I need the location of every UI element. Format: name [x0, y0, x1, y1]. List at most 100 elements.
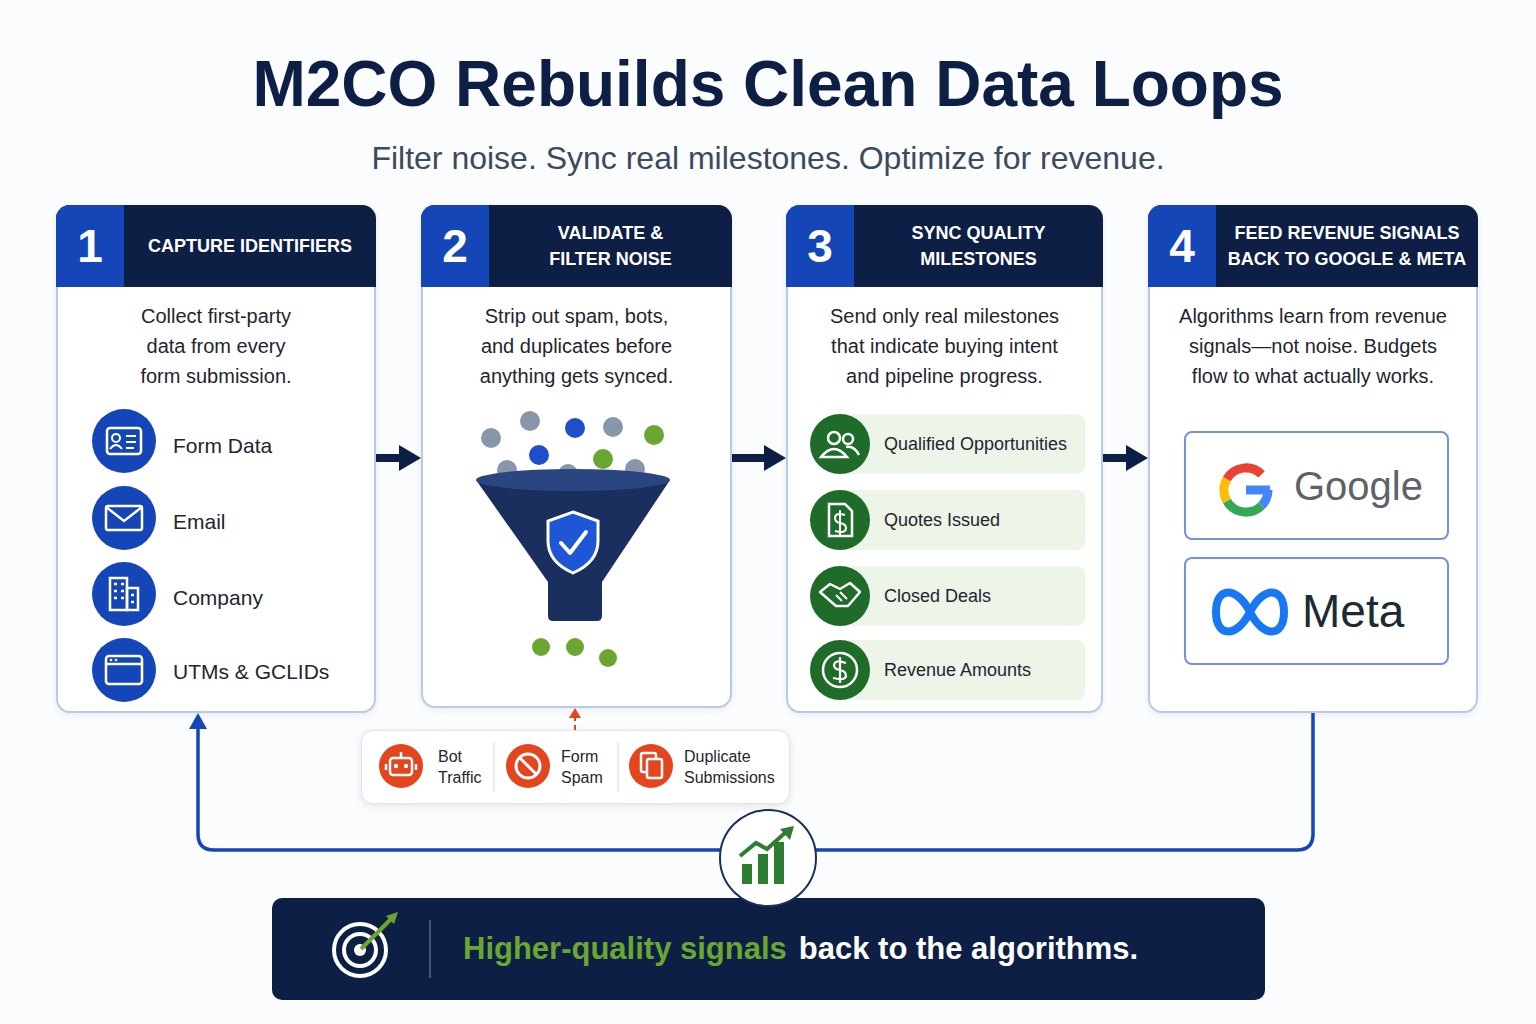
milestone-text: Revenue Amounts	[884, 659, 1031, 681]
bot-icon	[379, 744, 423, 788]
funnel-illustration-part	[593, 449, 613, 469]
step-card: 2 VALIDATE & FILTER NOISE Strip out spam, …	[421, 205, 732, 708]
connector-line	[198, 713, 1313, 850]
step-heading: VALIDATE & FILTER NOISE	[528, 220, 693, 272]
connector	[569, 708, 581, 730]
revenue-icon-part	[810, 640, 870, 700]
target-icon-part	[354, 944, 366, 956]
header-slot: CAPTURE IDENTIFIERS	[124, 205, 376, 287]
arrow-head	[1126, 445, 1148, 471]
step-description: Algorithms learn from revenue signals—no…	[1173, 301, 1453, 391]
form-data-icon-part	[110, 445, 122, 449]
email-icon-part	[106, 507, 142, 521]
funnel-illustration	[476, 411, 670, 667]
step-heading: SYNC QUALITY MILESTONES	[894, 220, 1064, 272]
email-icon-part	[92, 486, 156, 550]
form-data-icon	[92, 409, 156, 473]
funnel-illustration-part	[476, 469, 670, 491]
email-icon	[92, 486, 156, 550]
milestone-text: Qualified Opportunities	[884, 433, 1067, 455]
connector-line	[376, 454, 400, 462]
bot-icon-part	[390, 758, 412, 775]
step-number: 3	[786, 205, 854, 287]
noise-divider	[494, 742, 618, 792]
bot-icon-part	[394, 764, 398, 768]
duplicate-icon-part	[641, 753, 656, 772]
platform-name: Meta	[1302, 586, 1404, 637]
identifier-label: Company	[173, 585, 363, 611]
utm-icon	[92, 638, 156, 702]
target-icon-part	[334, 924, 386, 976]
opportunity-icon-part	[810, 414, 870, 474]
duplicate-icon-part	[629, 744, 673, 788]
utm-icon-part	[110, 659, 113, 662]
connector-line	[732, 454, 765, 462]
platform-name: Google	[1294, 464, 1423, 508]
company-icon	[92, 562, 156, 626]
funnel-illustration-part	[603, 417, 623, 437]
band-text: back to the algorithms.	[799, 929, 1138, 969]
form-data-icon-part	[107, 428, 141, 454]
milestone-box: Qualified Opportunities	[838, 414, 1085, 474]
revenue-icon-part	[823, 653, 857, 687]
utm-icon-part	[106, 656, 142, 684]
milestone-box: Closed Deals	[838, 566, 1085, 626]
highlight-text: Higher-quality signals	[463, 929, 787, 969]
ban-icon-part	[520, 758, 536, 774]
noise-type: Form Spam	[561, 731, 609, 803]
connector	[1103, 445, 1148, 471]
quote-icon	[810, 490, 870, 550]
connector	[189, 713, 1313, 850]
form-data-icon-part	[92, 409, 156, 473]
bot-icon-part	[379, 744, 423, 788]
platform-box: Google	[1184, 431, 1449, 540]
funnel-illustration-part	[532, 638, 550, 656]
noise-box: Bot TrafficForm SpamDuplicate Submission…	[361, 730, 790, 804]
step-card: 1CAPTURE IDENTIFIERSCollect first-party …	[56, 205, 376, 713]
funnel-illustration-part	[476, 480, 670, 621]
identifier-label: Form Data	[173, 433, 363, 459]
arrow-head	[189, 713, 207, 729]
arrow-head	[569, 708, 581, 718]
funnel-illustration-part	[561, 532, 586, 553]
ban-icon	[506, 744, 550, 788]
funnel-illustration-part	[481, 428, 501, 448]
handshake-icon	[810, 566, 870, 626]
growth-badge	[720, 810, 816, 906]
connector-line	[574, 717, 576, 730]
quote-icon-part	[829, 504, 852, 536]
step-number: 2	[421, 205, 489, 287]
meta-logo-part	[1216, 593, 1284, 632]
duplicate-icon	[629, 744, 673, 788]
target-icon	[334, 912, 430, 978]
funnel-illustration-part	[497, 460, 517, 480]
identifier-label: UTMs & GCLIDs	[173, 659, 363, 685]
step-description: Send only real milestones that indicate …	[820, 301, 1070, 391]
summary-band: Higher-quality signals back to the algori…	[272, 898, 1265, 1000]
growth-badge-part	[740, 832, 786, 856]
connector	[376, 445, 421, 471]
utm-icon-part	[92, 638, 156, 702]
form-data-icon-part	[112, 434, 120, 442]
funnel-illustration-part	[599, 649, 617, 667]
header-slot: SYNC QUALITY MILESTONES	[854, 205, 1103, 287]
google-logo-part	[1227, 468, 1262, 479]
google-logo-part	[1262, 490, 1268, 506]
opportunity-icon-part	[846, 447, 859, 455]
target-icon-part	[361, 918, 392, 949]
handshake-icon-part	[836, 592, 847, 601]
ban-icon-part	[506, 744, 550, 788]
opportunity-icon-part	[828, 432, 840, 444]
google-logo-part	[1246, 486, 1270, 495]
growth-badge-part	[720, 810, 816, 906]
growth-badge-part	[742, 864, 752, 884]
growth-badge-part	[758, 854, 768, 884]
funnel-illustration-part	[548, 512, 598, 573]
ban-icon-part	[516, 754, 540, 778]
diagram-title: M2CO Rebuilds Clean Data Loops	[0, 42, 1536, 126]
meta-logo	[1216, 593, 1284, 632]
google-logo	[1224, 468, 1270, 512]
noise-divider-part	[617, 742, 619, 792]
step-description: Strip out spam, bots, and duplicates bef…	[477, 301, 677, 391]
